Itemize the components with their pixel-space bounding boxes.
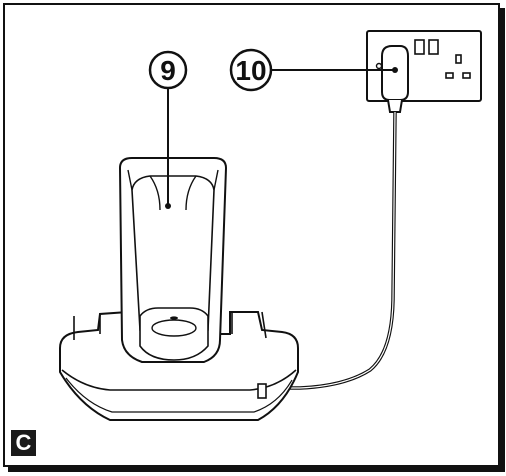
handset (118, 157, 228, 363)
panel-label: C (11, 430, 36, 456)
callout-9-label: 9 (160, 55, 176, 86)
callout-10-label: 10 (235, 55, 266, 86)
power-adapter (375, 45, 409, 113)
callout-9: 9 (148, 50, 188, 209)
callout-10: 10 (229, 48, 398, 92)
charging-base (59, 310, 299, 421)
